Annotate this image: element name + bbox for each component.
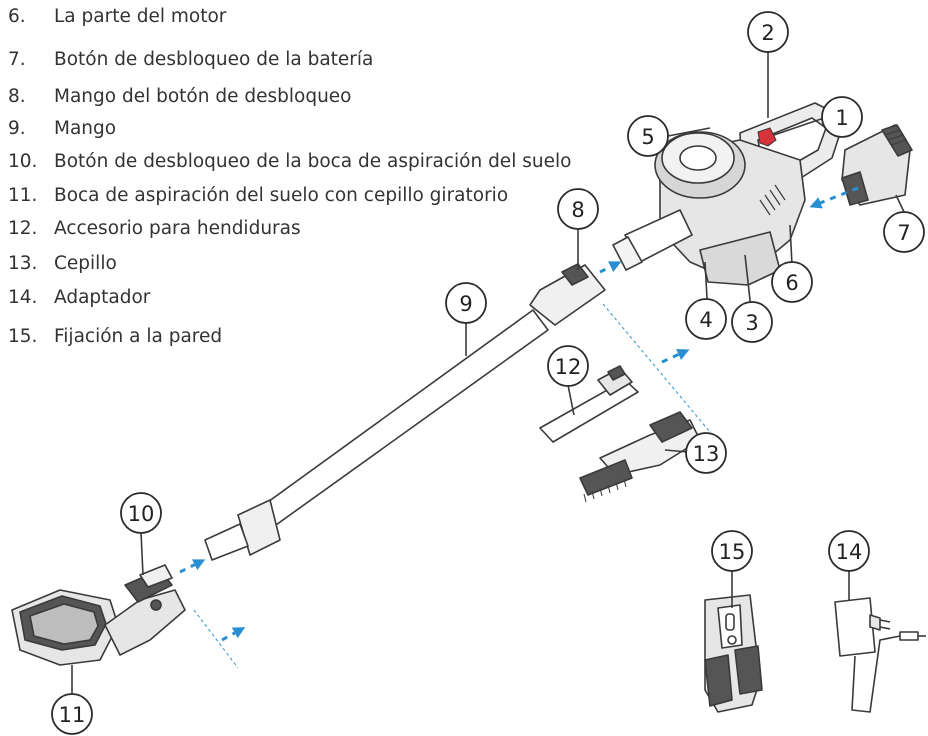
- legend-text: Fijación a la pared: [54, 326, 223, 347]
- callout-label-3: 3: [745, 311, 758, 335]
- callout-label-5: 5: [641, 125, 654, 149]
- callout-label-1: 1: [835, 106, 848, 130]
- legend-text: Botón de desbloqueo de la boca de aspira…: [54, 151, 572, 172]
- callout-label-14: 14: [836, 540, 863, 564]
- callout-10: [120, 492, 162, 534]
- crevice-tool: [539, 365, 639, 443]
- legend-item-14: 14. Adaptador: [8, 287, 150, 309]
- motor-unit: [612, 102, 846, 286]
- legend-text: Botón de desbloqueo de la batería: [54, 49, 374, 70]
- callout-label-9: 9: [459, 292, 472, 316]
- assembly-arrows: [179, 186, 859, 642]
- callout-3: [731, 301, 773, 343]
- legend-item-13: 13. Cepillo: [8, 253, 117, 275]
- power-adapter: [834, 597, 926, 713]
- guide-lines: [193, 303, 716, 669]
- callout-label-13: 13: [693, 442, 720, 466]
- callout-label-4: 4: [699, 308, 712, 332]
- legend-num: 12.: [8, 218, 38, 239]
- legend-text: Boca de aspiración del suelo con cepillo…: [54, 185, 509, 206]
- callout-7: [883, 211, 925, 253]
- power-button-red: [757, 127, 777, 147]
- legend-num: 9.: [8, 118, 26, 139]
- legend-item-10: 10. Botón de desbloqueo de la boca de asp…: [8, 151, 571, 173]
- callout-label-8: 8: [571, 198, 584, 222]
- legend-num: 6.: [8, 6, 26, 27]
- legend-item-15: 15. Fijación a la pared: [8, 326, 222, 348]
- legend-item-11: 11. Boca de aspiración del suelo con cepi…: [8, 185, 508, 207]
- legend-text: Mango del botón de desbloqueo: [54, 86, 352, 107]
- legend-text: Cepillo: [54, 253, 117, 274]
- legend-num: 15.: [8, 326, 38, 347]
- callout-8: [557, 188, 599, 230]
- legend-item-7: 7. Botón de desbloqueo de la batería: [8, 49, 373, 71]
- callout-label-15: 15: [719, 540, 746, 564]
- callout-14: [828, 530, 870, 572]
- legend-num: 14.: [8, 287, 38, 308]
- callout-4: [685, 298, 727, 340]
- callout-label-10: 10: [128, 502, 155, 526]
- legend-num: 7.: [8, 49, 26, 70]
- callout-1: [821, 96, 863, 138]
- callout-label-2: 2: [761, 21, 774, 45]
- callout-6: [771, 261, 813, 303]
- callout-label-11: 11: [59, 703, 86, 727]
- legend-text: Mango: [54, 118, 117, 139]
- extension-tube: [204, 263, 606, 561]
- callout-label-12: 12: [555, 355, 582, 379]
- callout-label-6: 6: [785, 271, 798, 295]
- dusting-brush: [579, 411, 701, 503]
- legend-item-6: 6. La parte del motor: [8, 6, 226, 28]
- legend-num: 13.: [8, 253, 38, 274]
- wall-mount: [704, 594, 763, 713]
- callout-5: [627, 115, 669, 157]
- floor-brush-head: [11, 564, 186, 666]
- legend-text: La parte del motor: [54, 6, 227, 27]
- legend-item-9: 9. Mango: [8, 118, 116, 140]
- callout-9: [445, 282, 487, 324]
- legend-text: Adaptador: [54, 287, 151, 308]
- callout-11: [51, 693, 93, 735]
- battery-pack: [841, 124, 913, 206]
- callout-label-7: 7: [897, 221, 910, 245]
- legend-num: 10.: [8, 151, 38, 172]
- legend-text: Accesorio para hendiduras: [54, 218, 301, 239]
- legend-item-12: 12. Accesorio para hendiduras: [8, 218, 301, 240]
- legend-item-8: 8. Mango del botón de desbloqueo: [8, 86, 352, 108]
- legend-num: 8.: [8, 86, 26, 107]
- legend-num: 11.: [8, 185, 38, 206]
- callout-15: [711, 530, 753, 572]
- callout-2: [747, 11, 789, 53]
- callout-12: [547, 345, 589, 387]
- callout-13: [685, 432, 727, 474]
